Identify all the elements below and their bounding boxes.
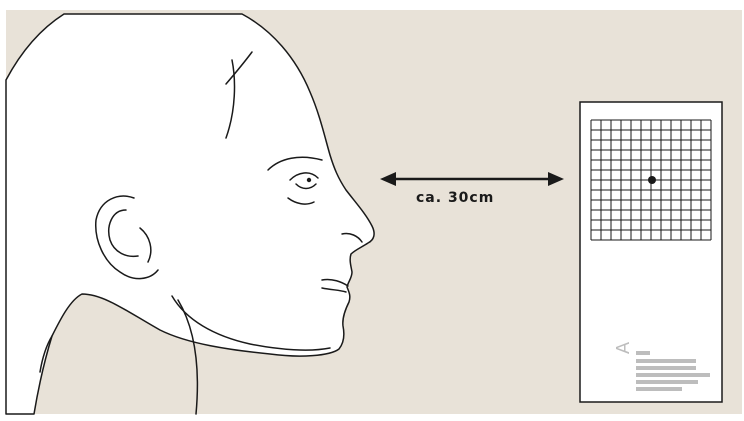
- text-line: [636, 366, 696, 370]
- text-line: [636, 380, 698, 384]
- distance-label: ca. 30cm: [416, 190, 494, 206]
- amsler-grid-card-icon: A: [580, 102, 722, 402]
- fixation-dot: [648, 176, 656, 184]
- text-line: [636, 351, 650, 355]
- text-line: [636, 373, 710, 377]
- chart-letter: A: [613, 341, 634, 354]
- text-line: [636, 387, 682, 391]
- text-line: [636, 359, 696, 363]
- face-profile-icon: [6, 14, 374, 414]
- double-arrow-icon: [380, 172, 564, 186]
